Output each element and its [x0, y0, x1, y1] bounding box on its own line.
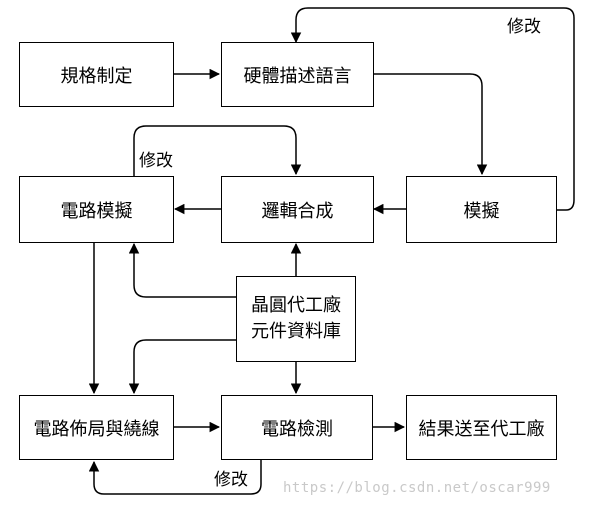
edge-verify-layout: [88, 460, 262, 495]
node-circuit-sim: 電路模擬: [19, 176, 174, 243]
node-verify: 電路檢測: [221, 395, 373, 460]
node-layout: 電路佈局與繞線: [19, 395, 174, 460]
node-library-line2: 元件資料庫: [251, 321, 341, 342]
node-library: 晶圓代工廠 元件資料庫: [236, 276, 356, 362]
node-hdl: 硬體描述語言: [221, 42, 374, 107]
edge-library-layout: [128, 339, 236, 395]
edge-hdl-simulation: [374, 73, 488, 176]
watermark: https://blog.csdn.net/oscar999: [283, 480, 551, 496]
node-library-line1: 晶圓代工廠: [251, 295, 341, 316]
edge-label-sim-to-hdl: 修改: [505, 12, 543, 37]
edge-library-circuitsim: [128, 242, 236, 298]
edge-circuitsim-synthesis: [133, 125, 302, 176]
node-synthesis: 邏輯合成: [221, 176, 374, 243]
node-spec: 規格制定: [19, 42, 174, 107]
node-simulation: 模擬: [406, 176, 557, 243]
edge-label-verify-to-layout: 修改: [212, 465, 250, 490]
node-foundry: 結果送至代工廠: [406, 395, 557, 460]
edge-label-circuitsim-to-synthesis: 修改: [137, 146, 175, 171]
edge-simulation-hdl: [290, 7, 575, 211]
